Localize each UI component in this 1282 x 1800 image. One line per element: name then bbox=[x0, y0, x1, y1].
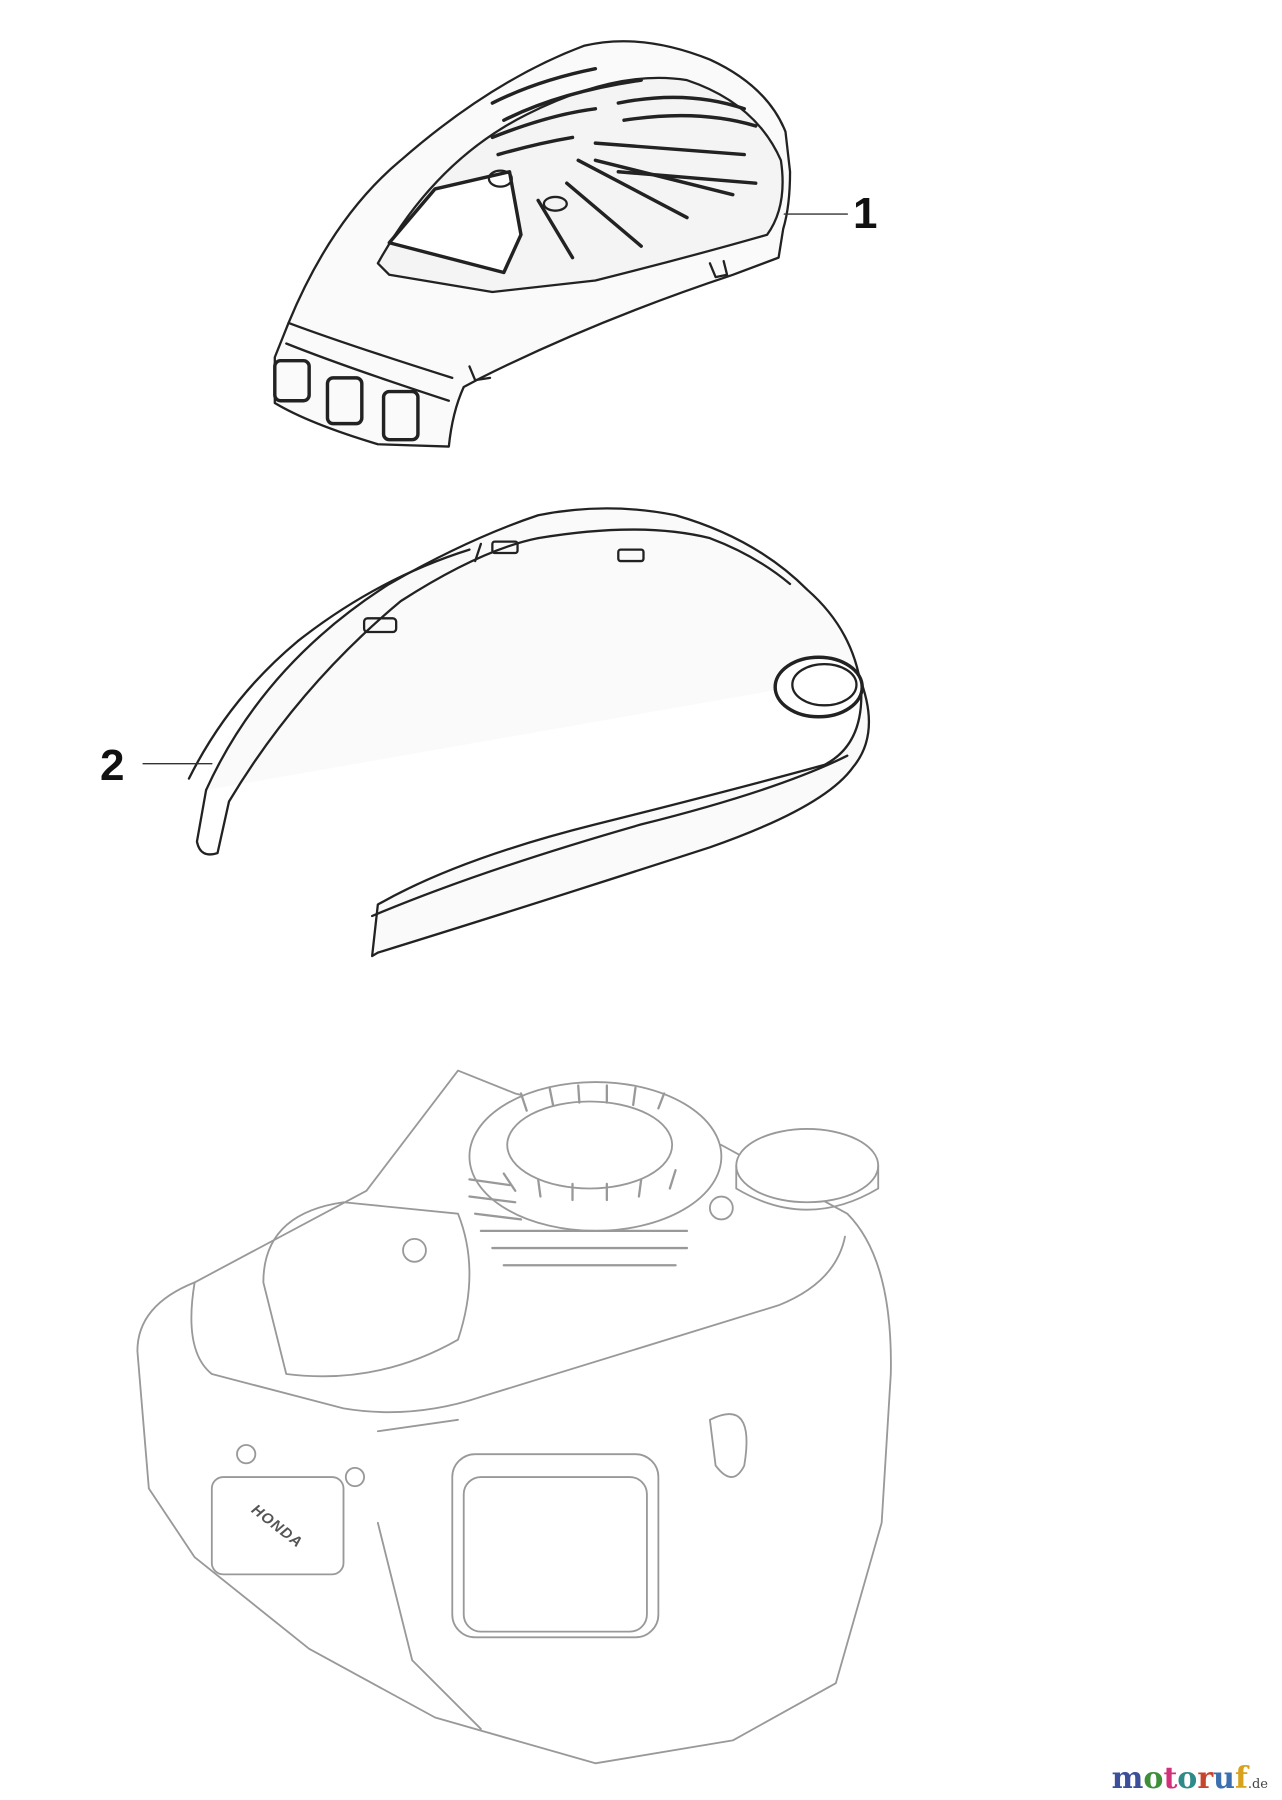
part-2-frame[interactable] bbox=[187, 507, 871, 958]
motoruf-logo: motoruf.de bbox=[1112, 1761, 1268, 1796]
logo-letter: o bbox=[1143, 1761, 1164, 1796]
logo-letter: m bbox=[1111, 1761, 1144, 1796]
part-1-cover[interactable] bbox=[273, 40, 792, 448]
callout-1[interactable]: 1 bbox=[853, 189, 878, 238]
logo-tld: .de bbox=[1247, 1777, 1268, 1792]
logo-letter: f bbox=[1234, 1761, 1248, 1796]
logo-letter: r bbox=[1197, 1761, 1214, 1796]
logo-letter: o bbox=[1177, 1761, 1198, 1796]
logo-letter: u bbox=[1213, 1761, 1235, 1796]
engine-brand-plate bbox=[210, 1476, 345, 1576]
engine-outline bbox=[136, 1069, 892, 1765]
logo-letter: t bbox=[1163, 1761, 1178, 1796]
callout-2[interactable]: 2 bbox=[100, 741, 125, 790]
logo-text: motoruf bbox=[1112, 1761, 1248, 1796]
